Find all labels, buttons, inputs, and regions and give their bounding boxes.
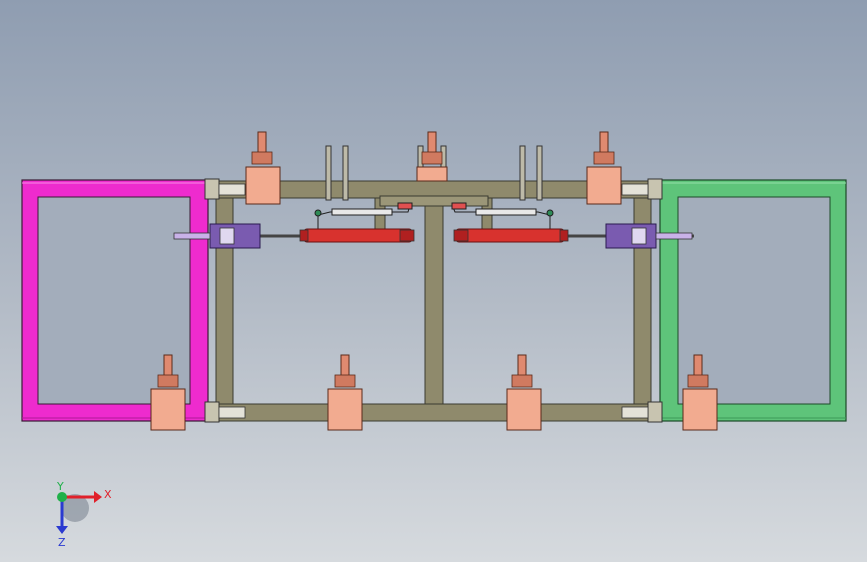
hinges [204, 178, 663, 423]
hinge-top-left [204, 178, 220, 200]
z-axis-label: Z [58, 536, 66, 549]
clamp-block [586, 166, 622, 205]
clamp-bottom-1[interactable] [150, 354, 186, 431]
hinge-link-tl [218, 183, 246, 196]
clamp-block [682, 388, 718, 431]
cylinder-left-clevis [209, 223, 261, 249]
clamp-block [327, 388, 363, 431]
left-swing-frame[interactable] [21, 179, 209, 422]
x-axis-label: X [104, 488, 112, 501]
main-frame-bottom-rail [209, 403, 659, 422]
right-swing-frame[interactable] [659, 179, 847, 422]
clamp-top-center[interactable] [416, 131, 448, 182]
clamp-bottom-2[interactable] [327, 354, 363, 431]
hinge-link-br [621, 406, 649, 419]
clamp-top-right[interactable] [586, 131, 622, 205]
cylinder-right[interactable] [453, 223, 694, 249]
clamp-top-left[interactable] [245, 131, 281, 205]
main-frame-left-post [215, 197, 234, 405]
cylinder-right-body [455, 228, 565, 243]
main-frame-right-post [633, 197, 652, 405]
main-frame-center-post [424, 197, 444, 405]
triad-origin-shadow [61, 494, 89, 522]
cylinder-left-body [303, 228, 413, 243]
clamp-bottom-3[interactable] [506, 354, 542, 431]
cylinder-left[interactable] [173, 223, 415, 249]
y-axis-label: Y [56, 480, 64, 493]
cylinder-right-clevis [605, 223, 657, 249]
clamp-block [245, 166, 281, 205]
clamp-block [150, 388, 186, 431]
right-frame-opening [677, 196, 831, 405]
air-hoses [314, 202, 554, 232]
clamp-block [416, 166, 448, 182]
hinge-link-tr [621, 183, 649, 196]
hinge-top-right [647, 178, 663, 200]
y-axis-dot [57, 492, 67, 502]
coordinate-triad[interactable]: X Y Z [56, 480, 112, 549]
hinge-link-bl [218, 406, 246, 419]
center-cross-plate [379, 195, 489, 207]
main-frame[interactable] [209, 180, 659, 422]
clamp-bottom-4[interactable] [682, 354, 718, 431]
hinge-bottom-right [647, 401, 663, 423]
hinge-bottom-left [204, 401, 220, 423]
clamp-block [506, 388, 542, 431]
